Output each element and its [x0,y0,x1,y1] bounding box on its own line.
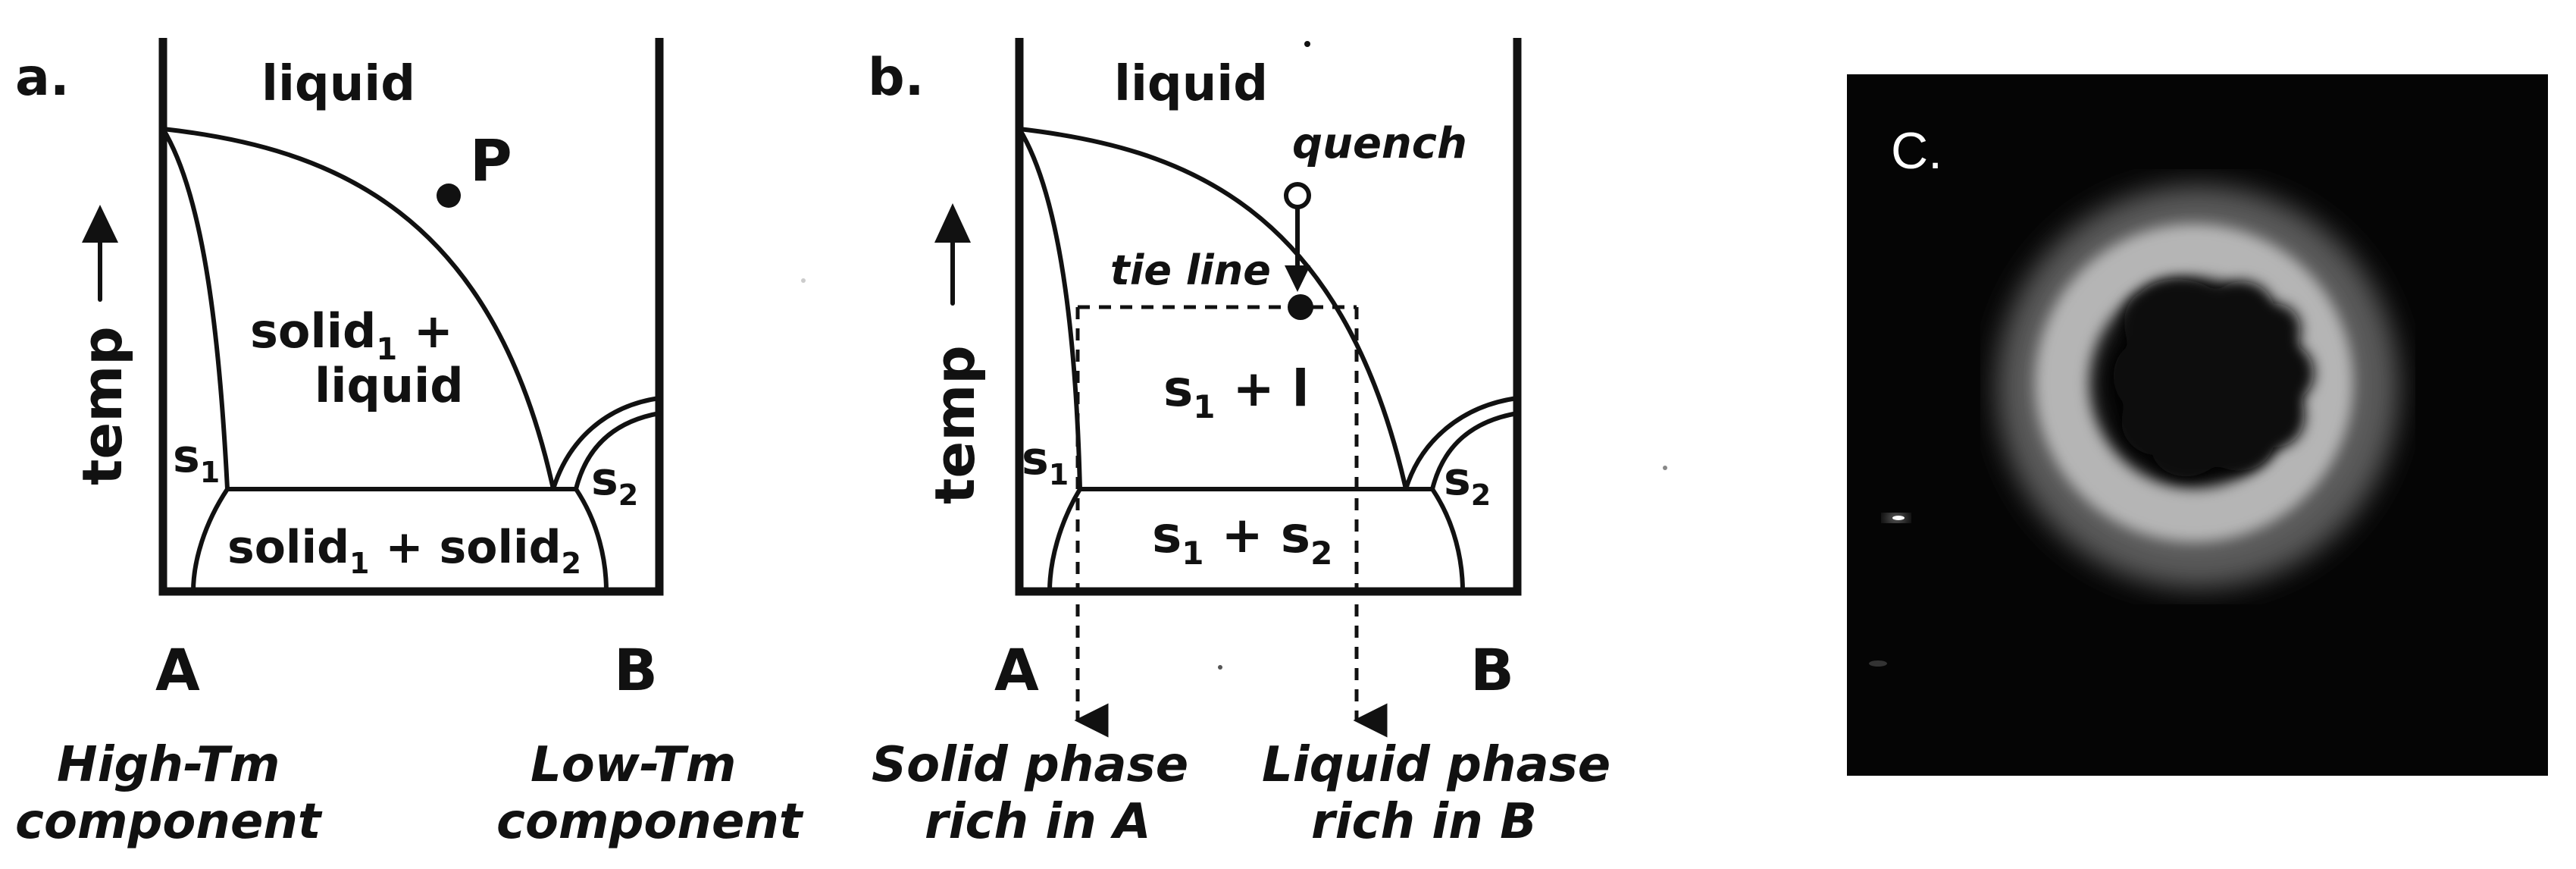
panel-a-liquidus-b [551,396,662,491]
panel-b-quench-label: quench [1292,119,1467,168]
panel-b-phase-boundaries [1017,127,1520,594]
panel-a-region-s1: s1 [173,430,220,489]
panel-b-quench-arrowhead-icon [1285,265,1310,292]
panel-b-region-s1-s2: s1 + s2 [1152,506,1332,572]
panel-a-region-solid-solid: solid1 + solid2 [227,521,581,580]
panel-b-caption-liquid-phase: Liquid phase [1262,737,1610,793]
panel-b-solvus-b [1430,487,1465,594]
panel-c-bright-spot-core [1892,516,1905,520]
panel-a-frame [158,38,664,596]
panel-b-solidus-a [1017,127,1082,491]
panel-b-temp-arrowhead-icon [934,203,971,243]
panel-a-point-p-icon [437,184,461,208]
panel-c-label: C. [1891,122,1942,180]
panel-a-region-s2: s2 [591,453,638,512]
panel-b: b. temp liquid quench tie line s1 + l [868,38,1610,850]
panel-b-quench-start-icon [1284,182,1311,209]
panel-b-solidus-b [1430,411,1520,491]
panel-a-phase-boundaries [161,127,662,594]
panel-b-caption-liquid-phase-2: rich in B [1311,794,1537,850]
panel-b-region-s2: s2 [1444,453,1491,512]
panel-b-tie-line-label: tie line [1110,246,1271,294]
panel-c-dark-core [2113,279,2315,477]
panel-a-region-solid-liquid: solid1 + liquid [250,303,464,413]
panel-a-caption-low-tm-2: component [496,794,804,850]
panel-a-caption-high-tm: High-Tm [57,737,280,793]
panel-a-liquidus-a [161,127,556,491]
panel-a-region-liquid: liquid [261,56,415,112]
svg-text:solid1 +: solid1 + [250,303,453,367]
panel-b-region-s1: s1 [1022,432,1069,491]
panel-c-glow-ring [2035,224,2353,542]
svg-text:liquid: liquid [315,358,464,413]
panel-b-speck-2 [1218,665,1222,670]
panel-b-quench-end-icon [1288,294,1313,320]
panel-a-solvus-a [191,487,230,594]
panel-c-photo: C. [1847,74,2548,776]
panel-b-caption-solid-phase-2: rich in A [925,794,1151,850]
panel-b-solvus-a [1047,487,1082,594]
panel-b-region-liquid: liquid [1114,56,1268,112]
panel-a: a. temp liquid P solid1 + liquid s1 s2 [15,38,804,850]
panel-b-frame [1015,38,1522,596]
panel-b-component-a: A [994,636,1039,704]
panel-a-component-a: A [155,636,200,704]
panel-b-liquidus-b [1404,396,1520,491]
panel-a-temp-axis: temp [70,205,134,485]
panel-b-label: b. [868,48,925,108]
panel-a-solvus-b [574,487,609,594]
panel-a-temp-label: temp [70,326,134,485]
panel-a-point-label: P [470,127,512,194]
panel-a-label: a. [15,48,70,108]
panel-b-temp-label: temp [923,345,987,504]
panel-b-liquidus-a [1017,127,1408,491]
panel-b-speck [1304,41,1310,47]
panel-a-component-b: B [614,636,658,704]
panel-a-caption-low-tm: Low-Tm [531,737,736,793]
panel-b-component-b: B [1470,636,1514,704]
panel-b-region-s1-l: s1 + l [1163,359,1309,425]
panel-a-solidus-a [161,127,230,491]
panel-a-temp-arrowhead-icon [82,205,118,243]
panel-b-caption-solid-phase: Solid phase [872,737,1188,793]
panel-a-solidus-b [574,411,662,491]
scan-speck-2 [1663,466,1667,470]
scan-speck [801,278,806,283]
panel-b-temp-axis: temp [923,203,987,504]
panel-c-faint-spot [1869,660,1887,667]
panel-a-caption-high-tm-2: component [15,794,323,850]
